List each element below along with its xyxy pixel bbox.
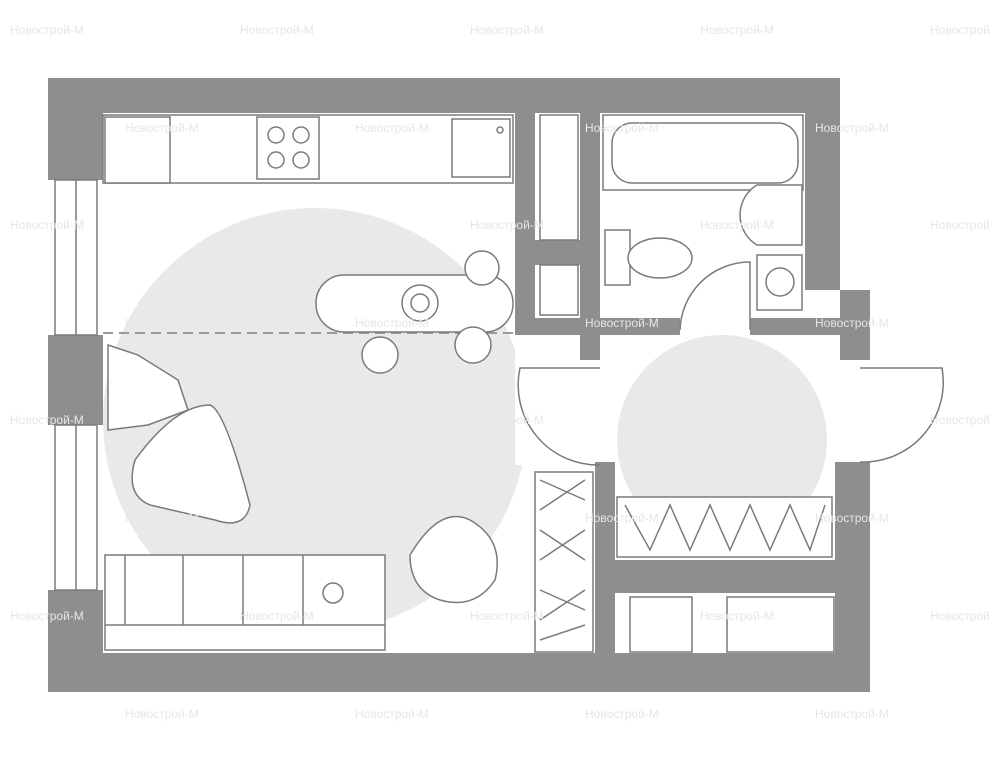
- windows: [54, 179, 98, 591]
- living-furniture: [104, 343, 498, 651]
- sink: [451, 118, 511, 178]
- bathroom-fixtures: [539, 114, 804, 331]
- fridge: [104, 116, 171, 184]
- wardrobes: [534, 471, 835, 653]
- hall-zone-circle: [617, 335, 827, 545]
- door-swing-left: [517, 367, 601, 466]
- kitchen-counter: [102, 114, 514, 184]
- door-swing-right: [859, 367, 944, 463]
- bar-counter: [315, 250, 514, 374]
- walls: [48, 78, 870, 692]
- stove: [256, 116, 320, 180]
